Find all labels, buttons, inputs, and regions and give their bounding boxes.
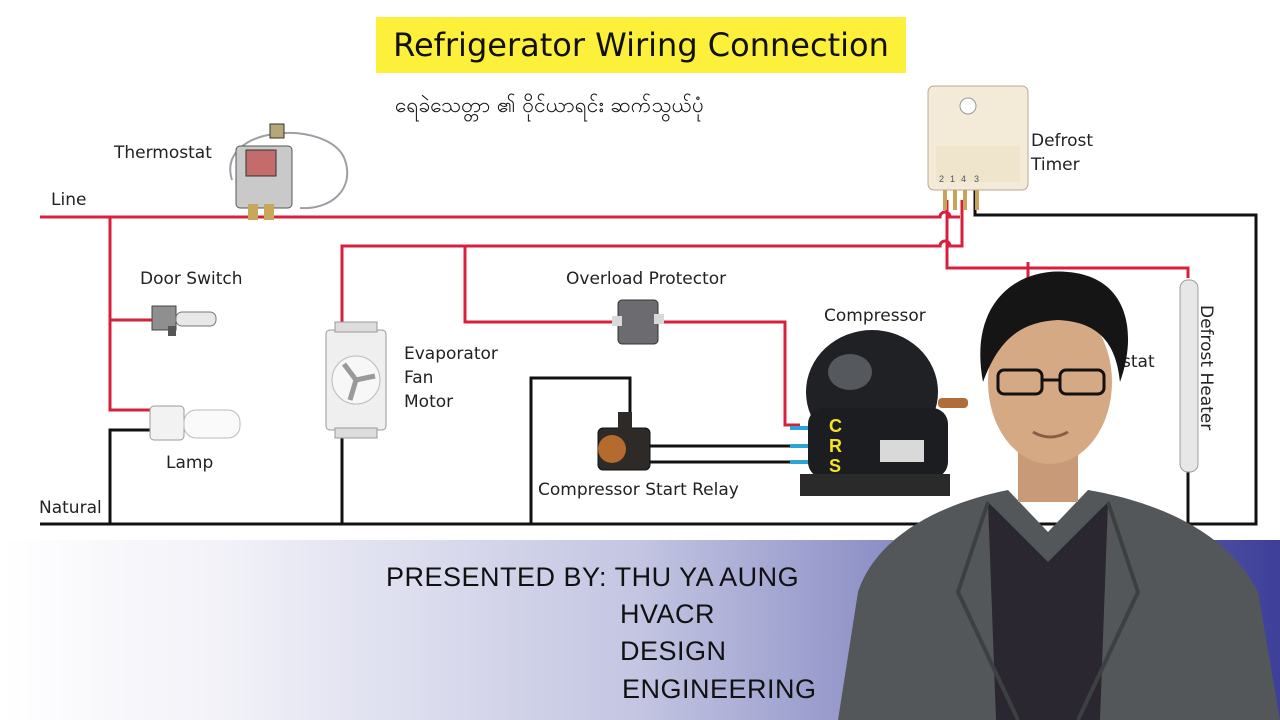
presenter-role-1: HVACR <box>620 599 716 629</box>
timer-terminal-2: 2 <box>939 174 945 184</box>
overload-to-compressor-wire <box>660 320 800 427</box>
line-bus-wire <box>40 210 960 219</box>
hot-wires <box>40 200 1190 427</box>
fan-hot-wire <box>340 200 964 330</box>
presenter-role-3: ENGINEERING <box>622 674 817 704</box>
terminal-r-label: R <box>829 436 842 456</box>
glasses-icon <box>996 368 1106 396</box>
presenter-face <box>988 300 1112 464</box>
presenter-shirt <box>988 502 1108 720</box>
presenter-photo <box>838 271 1280 720</box>
thermostat-label: Thermostat <box>114 143 212 163</box>
fan-label: Fan <box>404 368 434 388</box>
compressor-start-relay-label: Compressor Start Relay <box>538 480 739 500</box>
relay-neutral-wire <box>529 376 632 524</box>
lamp-neutral-wire <box>108 428 150 524</box>
natural-label: Natural <box>39 498 102 518</box>
door-switch-component <box>151 305 217 336</box>
overload-protector-label: Overload Protector <box>566 269 727 289</box>
compressor-start-relay-component <box>597 412 651 471</box>
presenter-role-2: DESIGN <box>620 636 727 666</box>
defrost-heater-label: Defrost Heater <box>1196 305 1216 431</box>
thermostat-component <box>229 123 349 220</box>
terminal-c-label: C <box>829 416 842 436</box>
lamp-component <box>149 405 241 441</box>
terminal-s-label: S <box>829 456 842 476</box>
presented-by-text: PRESENTED BY: THU YA AUNG <box>386 562 800 592</box>
title-banner: Refrigerator Wiring Connection <box>376 17 906 73</box>
overload-protector-component <box>612 299 664 345</box>
compressor-component <box>800 330 968 496</box>
compressor-label: Compressor <box>824 306 926 326</box>
evaporator-label: Evaporator <box>404 344 498 364</box>
overload-feed-wire <box>463 246 618 324</box>
defrost-thermostat-partial-label: stat <box>1122 352 1155 372</box>
timer-terminal-3: 3 <box>974 174 980 184</box>
timer-label: Timer <box>1031 155 1080 175</box>
timer-terminal-1: 1 <box>950 174 956 184</box>
defrost-label: Defrost <box>1031 131 1094 151</box>
defrost-heater-hot-wire <box>945 200 1190 278</box>
page-title: Refrigerator Wiring Connection <box>393 26 889 64</box>
defrost-timer-component <box>927 85 1029 210</box>
lamp-label: Lamp <box>166 453 214 473</box>
evaporator-fan-motor-component <box>325 321 387 439</box>
timer-terminal-4: 4 <box>961 174 967 184</box>
presenter-hair <box>980 271 1129 382</box>
line-label: Line <box>51 190 87 210</box>
motor-label: Motor <box>404 392 454 412</box>
door-switch-label: Door Switch <box>140 269 243 289</box>
defrost-heater-component <box>1179 279 1199 473</box>
page-subtitle: ရေခဲသေတ္တာ ၏ ဝိုင်ယာရင်း ဆက်သွယ်ပုံ <box>395 93 704 117</box>
lamp-hot-wire <box>108 320 150 412</box>
